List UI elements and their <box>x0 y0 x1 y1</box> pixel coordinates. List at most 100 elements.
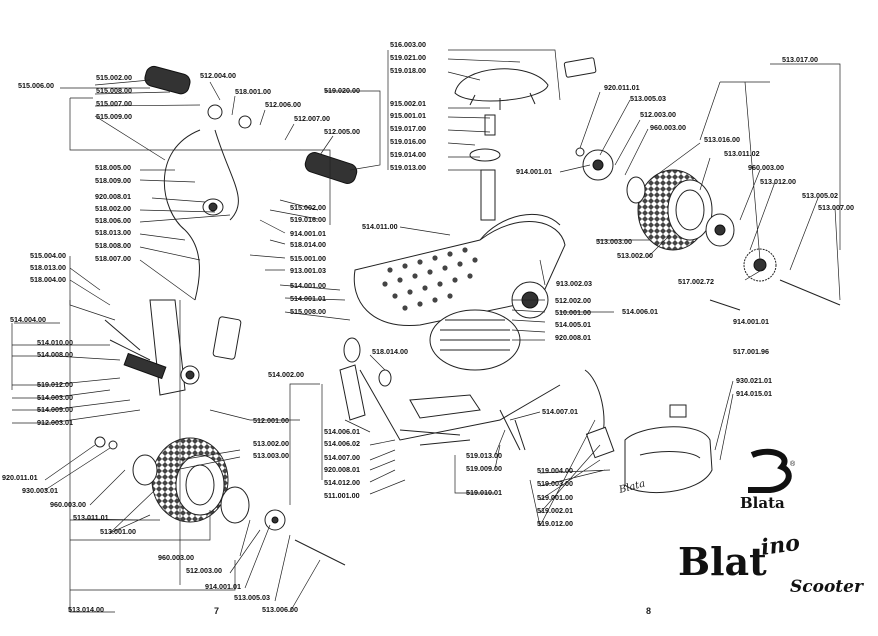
label-512-001-00: 512.001.00 <box>253 416 289 425</box>
label-512-004-00: 512.004.00 <box>200 71 236 80</box>
label-513-003-00: 513.003.00 <box>596 237 632 246</box>
label-513-001-00: 513.001.00 <box>100 527 136 536</box>
label-514-012-00: 514.012.00 <box>324 478 360 487</box>
label-515-002-00-b: 515.002.00 <box>290 203 326 212</box>
label-515-001-00: 515.001.00 <box>290 254 326 263</box>
brand-sub: Scooter <box>790 577 864 597</box>
label-513-005-02: 513.005.02 <box>802 191 838 200</box>
fuel-tank: Blata <box>617 404 713 496</box>
label-920-011-01: 920.011.01 <box>604 83 640 92</box>
label-513-005-03: 513.005.03 <box>630 94 666 103</box>
label-514-006-01: 514.006.01 <box>622 307 658 316</box>
label-518-013-00-b: 518.013.00 <box>30 263 66 272</box>
right-grip <box>304 152 358 184</box>
label-519-012-00-b: 519.012.00 <box>537 519 573 528</box>
label-914-001-01-c: 914.001.01 <box>733 317 769 326</box>
label-513-017-00: 513.017.00 <box>782 55 818 64</box>
label-518-004-00: 518.004.00 <box>30 275 66 284</box>
label-515-009-00: 515.009.00 <box>96 112 132 121</box>
label-512-002-00: 512.002.00 <box>555 296 591 305</box>
blata-logo-text: Blata <box>740 494 785 512</box>
label-920-011-01-b: 920.011.01 <box>2 473 38 482</box>
label-519-013-00: 519.013.00 <box>390 163 426 172</box>
brake-cable <box>163 129 239 301</box>
label-513-002-00: 513.002.00 <box>617 251 653 260</box>
label-519-021-00: 519.021.00 <box>390 53 426 62</box>
label-914-001-01-d: 914.001.01 <box>205 582 241 591</box>
label-513-007-00: 513.007.00 <box>818 203 854 212</box>
label-513-012-00: 513.012.00 <box>760 177 796 186</box>
label-519-020-00: 519.020.00 <box>324 86 360 95</box>
label-513-005-03-b: 513.005.03 <box>234 593 270 602</box>
label-519-002-01: 519.002.01 <box>537 506 573 515</box>
label-514-004-00: 514.004.00 <box>10 315 46 324</box>
frame <box>339 337 561 446</box>
label-915-002-01: 915.002.01 <box>390 99 426 108</box>
svg-text:Blata: Blata <box>617 478 646 496</box>
label-519-009-00: 519.009.00 <box>466 464 502 473</box>
left-grip <box>144 65 191 95</box>
label-960-003-00: 960.003.00 <box>650 123 686 132</box>
label-514-011-00: 514.011.00 <box>362 222 398 231</box>
steering-column <box>212 159 272 360</box>
blatino-scooter-wordmark: Blat ino Scooter <box>678 530 864 597</box>
label-914-001-01-b: 914.001.01 <box>290 229 326 238</box>
label-512-005-00: 512.005.00 <box>324 127 360 136</box>
label-913-001-03: 913.001.03 <box>290 266 326 275</box>
label-513-002-00-b: 513.002.00 <box>253 439 289 448</box>
label-920-008-01: 920.008.01 <box>95 192 131 201</box>
label-515-008-00-b: 515.008.00 <box>290 307 326 316</box>
rear-wheel <box>626 169 735 251</box>
label-514-009-00: 514.009.00 <box>37 405 73 414</box>
label-518-005-00: 518.005.00 <box>95 163 131 172</box>
label-515-007-00: 515.007.00 <box>96 99 132 108</box>
handlebar <box>184 96 301 152</box>
label-514-005-01: 514.005.01 <box>555 320 591 329</box>
label-960-003-00-b: 960.003.00 <box>748 163 784 172</box>
label-512-003-00: 512.003.00 <box>640 110 676 119</box>
rear-brake-disc <box>575 147 614 181</box>
brand-word-script: ino <box>759 530 801 561</box>
label-518-008-00: 518.008.00 <box>95 241 131 250</box>
page-number-left: 7 <box>214 606 219 616</box>
label-912-003-01: 912.003.01 <box>37 418 73 427</box>
label-920-008-01-c: 920.008.01 <box>324 465 360 474</box>
svg-text:®: ® <box>790 460 796 468</box>
front-lamp <box>202 198 224 216</box>
label-920-008-01-b: 920.008.01 <box>555 333 591 342</box>
rear-axle <box>709 279 841 311</box>
label-514-003-00: 514.003.00 <box>37 393 73 402</box>
label-519-004-00: 519.004.00 <box>537 466 573 475</box>
label-915-001-01: 915.001.01 <box>390 111 426 120</box>
label-510-001-00: 510.001.00 <box>555 308 591 317</box>
label-519-017-00: 519.017.00 <box>390 124 426 133</box>
label-519-003-00: 519.003.00 <box>537 479 573 488</box>
leader-lines <box>11 49 841 613</box>
label-960-003-00-d: 960.003.00 <box>158 553 194 562</box>
label-513-016-00: 513.016.00 <box>704 135 740 144</box>
label-513-003-00-b: 513.003.00 <box>253 451 289 460</box>
label-515-006-00: 515.006.00 <box>18 81 54 90</box>
label-960-003-00-c: 960.003.00 <box>50 500 86 509</box>
label-514-008-00: 514.008.00 <box>37 350 73 359</box>
label-519-016-00-b: 519.016.00 <box>290 215 326 224</box>
label-914-001-01: 914.001.01 <box>516 167 552 176</box>
label-518-002-00: 518.002.00 <box>95 204 131 213</box>
label-519-010-01: 519.010.01 <box>466 488 502 497</box>
label-517-002-72: 517.002.72 <box>678 277 714 286</box>
label-518-006-00: 518.006.00 <box>95 216 131 225</box>
label-517-001-96: 517.001.96 <box>733 347 769 356</box>
label-514-010-00: 514.010.00 <box>37 338 73 347</box>
label-519-016-00: 519.016.00 <box>390 137 426 146</box>
label-930-003-01: 930.003.01 <box>22 486 58 495</box>
label-514-006-02: 514.006.02 <box>324 439 360 448</box>
label-514-007-01: 514.007.01 <box>542 407 578 416</box>
label-516-003-00: 516.003.00 <box>390 40 426 49</box>
label-513-011-01: 513.011.01 <box>73 513 109 522</box>
label-519-001-00: 519.001.00 <box>537 493 573 502</box>
label-512-007-00: 512.007.00 <box>294 114 330 123</box>
label-514-002-00: 514.002.00 <box>268 370 304 379</box>
label-515-004-00: 515.004.00 <box>30 251 66 260</box>
label-519-014-00: 519.014.00 <box>390 150 426 159</box>
